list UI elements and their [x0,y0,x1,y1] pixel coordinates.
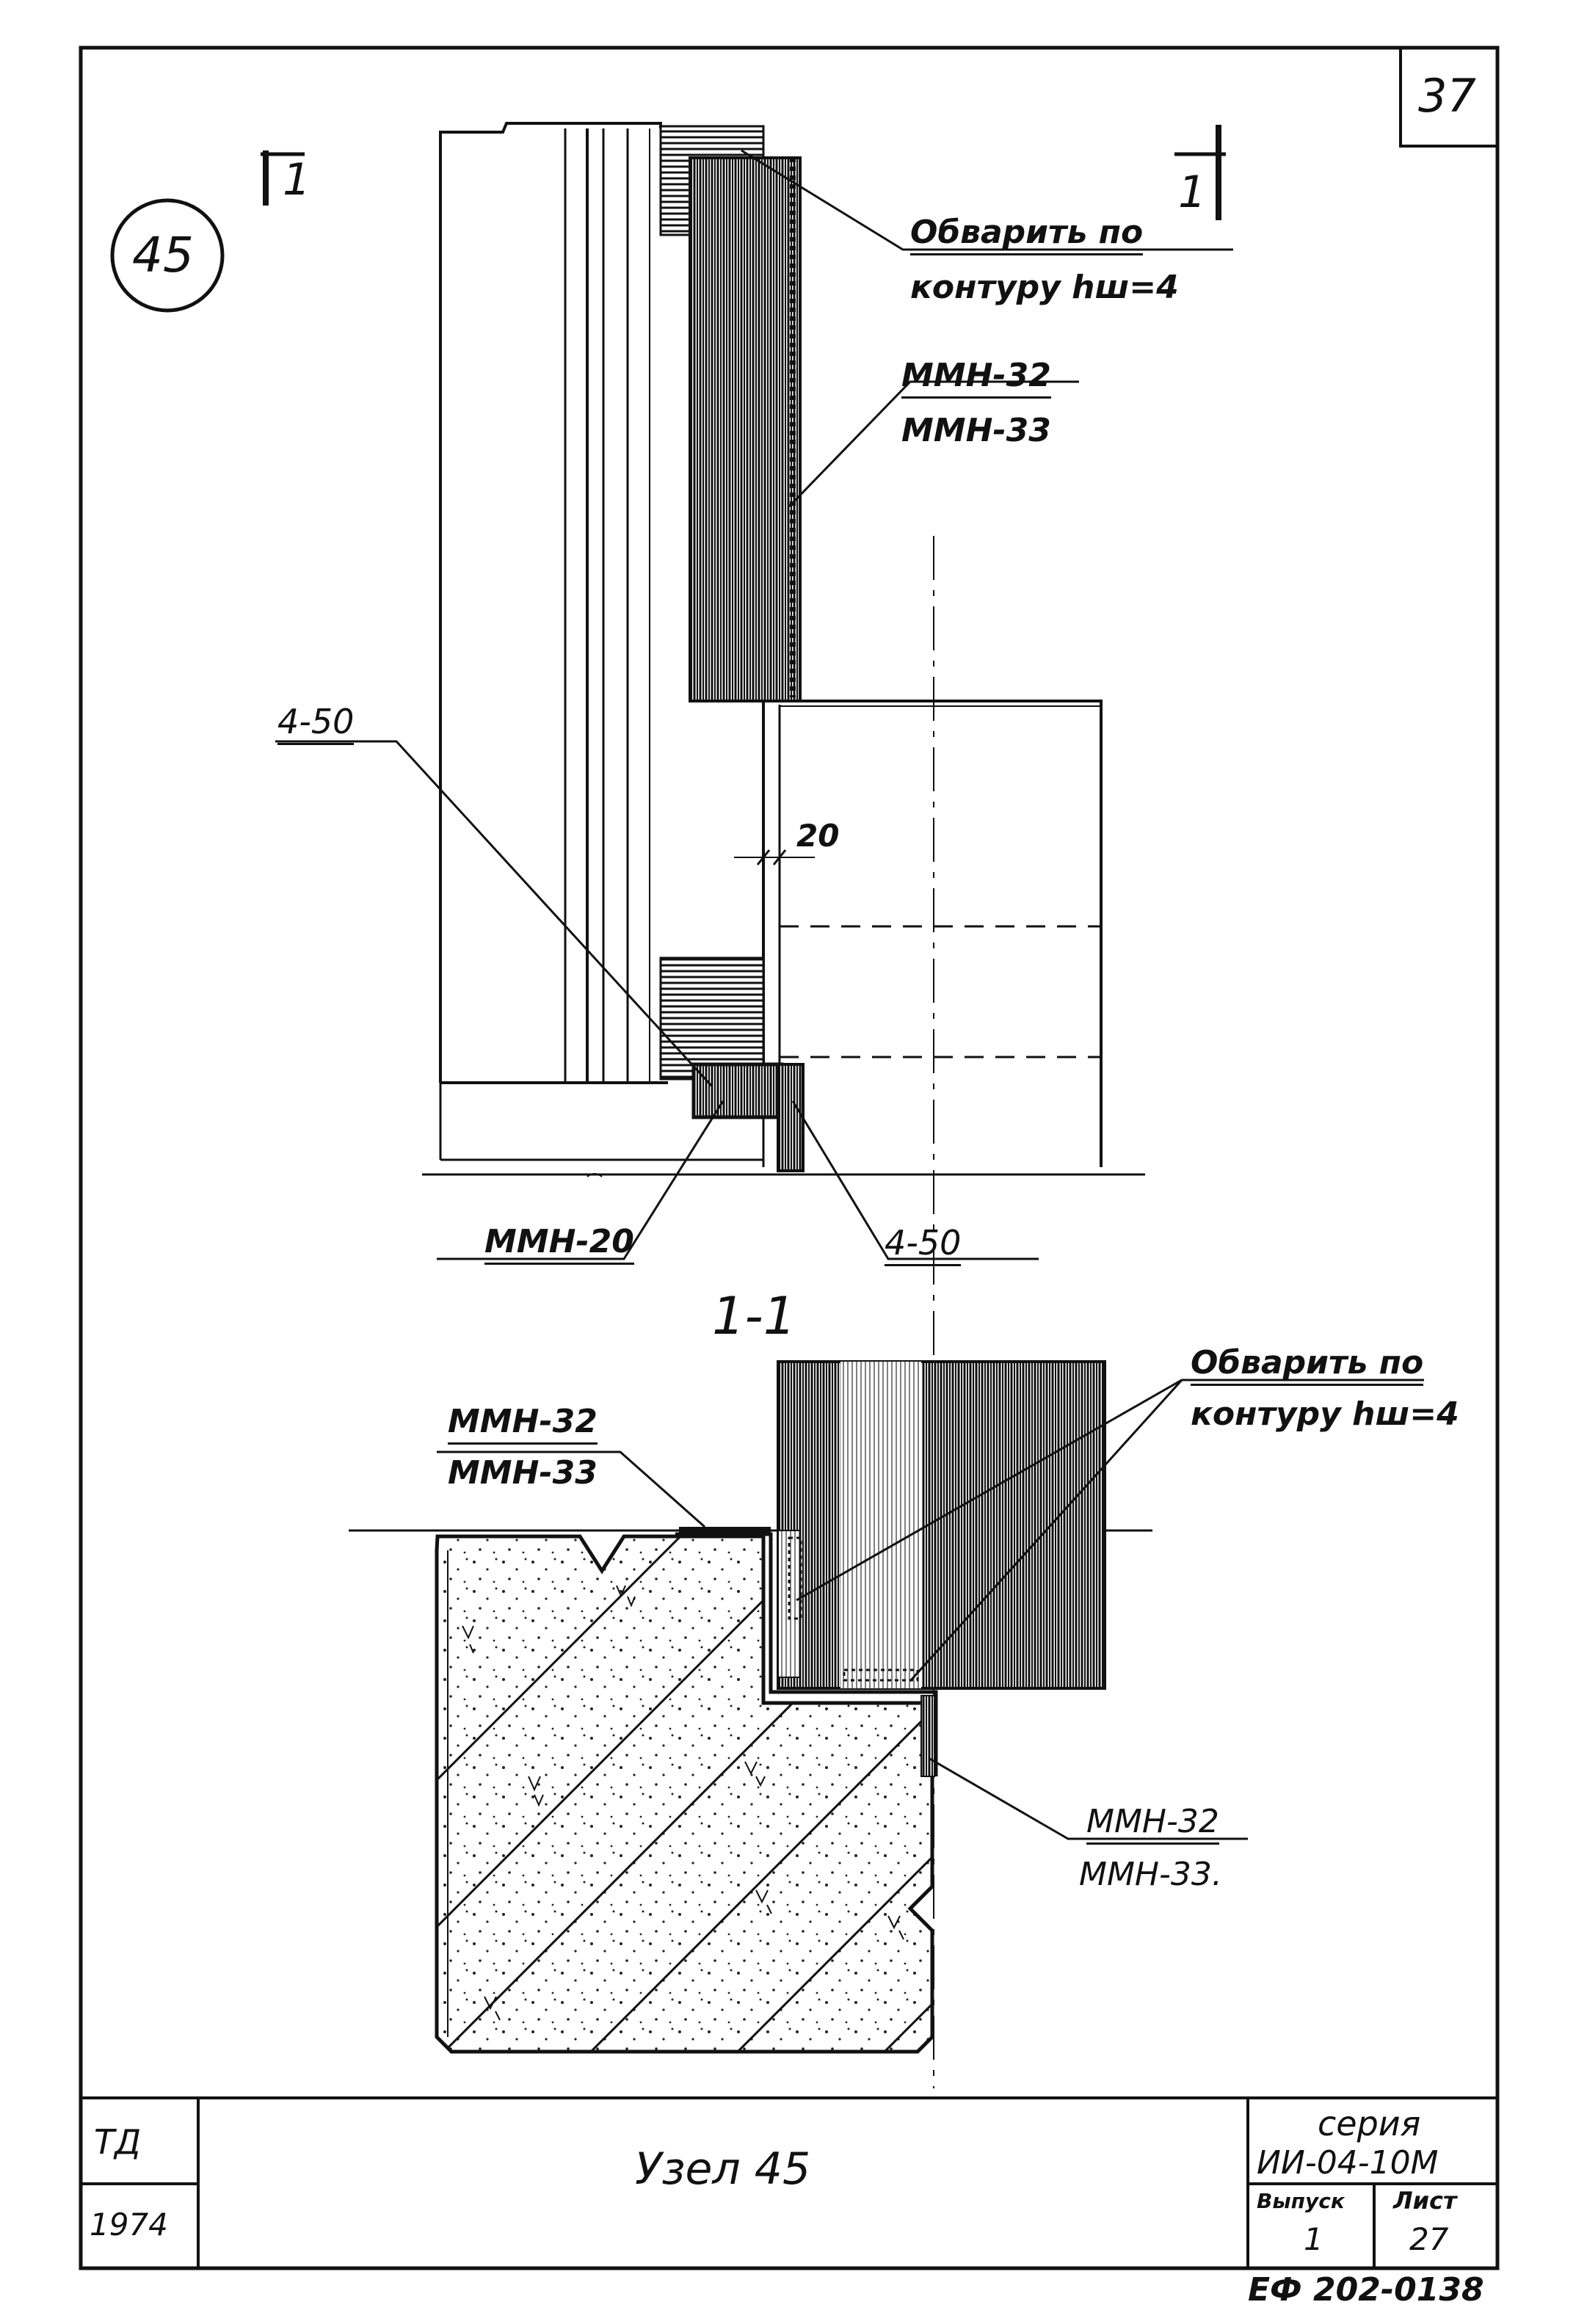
weld-note-top-line1: Обварить по [910,217,1144,255]
plate-label-section-line1: ММН-32 [448,1406,598,1445]
mmn20-label: ММН-20 [484,1226,634,1265]
weld-note-section-line1: Обварить по [1191,1347,1424,1386]
drawing-title: Узел 45 [635,2143,811,2195]
org-code: ТД [94,2122,142,2162]
page-number: 37 [1418,69,1476,123]
issue-value: 1 [1304,2221,1323,2257]
weld-label-right: 4-50 [885,1226,962,1266]
section-mark-right-label: 1 [1178,167,1207,218]
section-mark-left [261,150,305,206]
weld-note-section-line2: контуру hш=4 [1191,1395,1459,1433]
sheet-label: Лист [1393,2187,1457,2215]
node-circle [110,198,225,313]
section-view [349,1360,1152,2054]
series-label: серия [1318,2104,1421,2143]
elevation-view [422,122,1145,1177]
section-mark-right [1174,125,1226,220]
plate-label-bottom-line2: ММН-33. [1079,1856,1222,1893]
section-title: 1-1 [712,1286,796,1346]
year: 1974 [90,2207,168,2243]
title-block-frame [81,2096,1497,2268]
issue-label: Выпуск [1257,2189,1345,2213]
weld-label-left: 4-50 [277,705,355,745]
section-mark-left-label: 1 [283,154,311,206]
plate-label-top-line1: ММН-32 [901,360,1051,399]
leaders-elevation [275,149,1233,1260]
archive-stamp: ЕФ 202-0138 [1248,2271,1484,2309]
series-value: ИИ-04-10М [1257,2144,1439,2182]
plate-label-section-line2: ММН-33 [448,1454,598,1492]
sheet-frame [79,46,1500,2270]
leaders-section [437,1379,1424,1840]
plate-label-top-line2: ММН-33 [901,412,1051,449]
node-number: 45 [132,227,194,283]
sheet-value: 27 [1409,2221,1449,2257]
weld-note-top-line2: контуру hш=4 [910,269,1179,306]
plate-label-bottom-line1: ММН-32 [1086,1806,1219,1845]
dimension-20: 20 [796,818,840,854]
